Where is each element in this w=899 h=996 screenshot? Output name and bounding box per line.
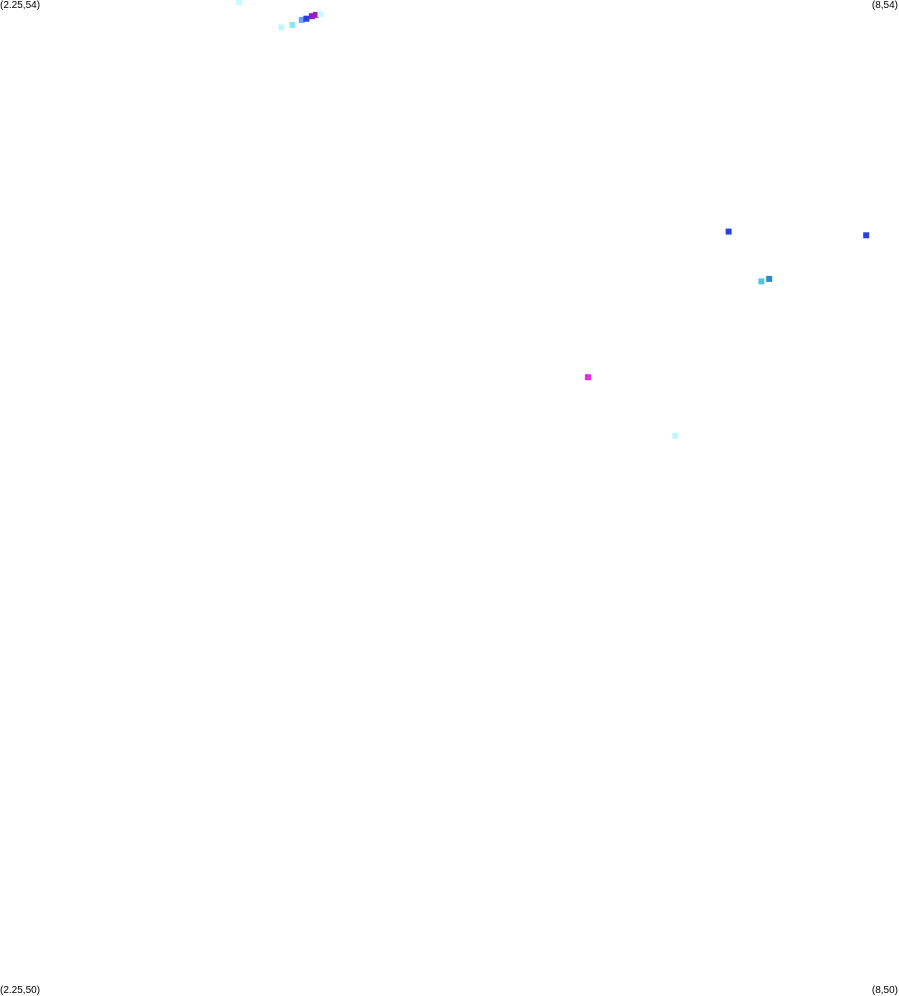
data-point-6 — [312, 11, 319, 18]
corner-label-bottom-left: (2.25,50) — [0, 985, 41, 996]
data-point-3 — [298, 16, 305, 23]
data-point-8 — [725, 228, 732, 235]
data-point-0 — [236, 0, 243, 6]
data-point-9 — [863, 232, 870, 239]
corner-label-bottom-right: (8,50) — [871, 985, 898, 996]
data-point-2 — [289, 21, 296, 28]
data-point-5 — [308, 13, 315, 20]
data-point-4 — [303, 15, 310, 22]
data-point-12 — [584, 374, 591, 381]
corner-label-top-left: (2.25,54) — [0, 0, 41, 11]
data-point-10 — [758, 278, 765, 285]
data-point-13 — [672, 432, 679, 439]
data-point-7 — [317, 11, 324, 18]
corner-label-top-right: (8,54) — [871, 0, 898, 11]
data-point-1 — [278, 24, 285, 31]
data-point-11 — [766, 275, 773, 282]
